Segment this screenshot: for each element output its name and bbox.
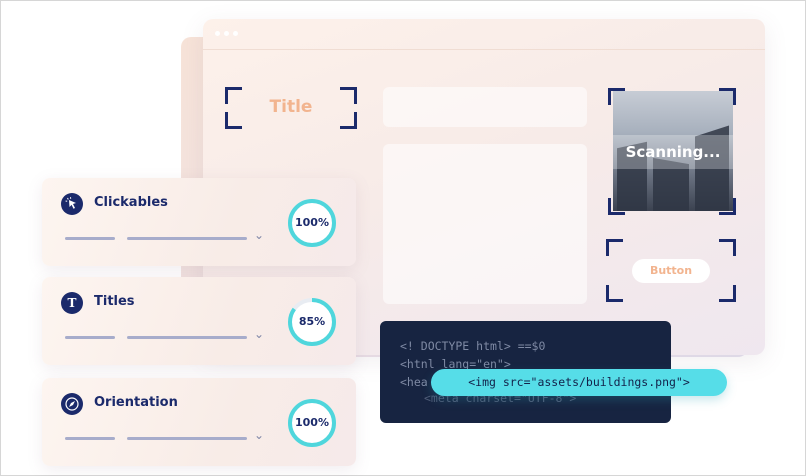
progress-label: 85%: [298, 315, 326, 328]
scan-corner: [340, 87, 357, 104]
code-line: <! DOCTYPE html> ==$0: [400, 339, 546, 353]
progress-label: 100%: [295, 216, 329, 229]
scan-corner: [606, 239, 623, 256]
progress-ring-fill: [288, 399, 336, 447]
chevron-down-icon[interactable]: ⌄: [254, 327, 265, 341]
window-dot: [224, 31, 229, 36]
progress-ring-fill: [288, 298, 336, 346]
compass-icon: [61, 393, 83, 415]
metric-card-titles: T Titles ⌄ 85%: [42, 277, 356, 365]
placeholder-line: [127, 336, 247, 339]
placeholder-line: [65, 437, 115, 440]
code-line: <hea: [400, 375, 428, 389]
scan-corner: [225, 112, 242, 129]
placeholder-line: [127, 437, 247, 440]
card-title: Titles: [94, 294, 135, 309]
scanning-label: Scanning...: [625, 143, 721, 161]
browser-title-bar: [203, 19, 765, 50]
card-title: Clickables: [94, 195, 168, 210]
window-dot: [233, 31, 238, 36]
scan-corner: [225, 87, 242, 104]
content-placeholder: [383, 87, 587, 127]
detected-button[interactable]: Button: [632, 259, 710, 283]
placeholder-line: [65, 336, 115, 339]
metric-card-orientation: Orientation ⌄ 100%: [42, 378, 356, 466]
scan-corner: [608, 198, 625, 215]
code-line: <htnl lang="en">: [400, 357, 511, 371]
scan-corner: [719, 88, 736, 105]
progress-ring: [288, 298, 336, 346]
progress-ring: [288, 199, 336, 247]
content-placeholder: [383, 144, 587, 304]
code-highlight: <img src="assets/buildings.png">: [431, 369, 727, 396]
progress-ring: [288, 399, 336, 447]
scan-corner: [606, 285, 623, 302]
building-image: [613, 91, 733, 211]
placeholder-line: [65, 237, 115, 240]
scan-overlay: [613, 135, 733, 169]
progress-label: 100%: [295, 416, 329, 429]
window-dot: [215, 31, 220, 36]
scan-corner: [340, 112, 357, 129]
card-title: Orientation: [94, 395, 178, 410]
scan-corner: [719, 239, 736, 256]
text-t-icon: T: [61, 292, 83, 314]
detected-title: Title: [269, 97, 313, 117]
placeholder-line: [127, 237, 247, 240]
scan-corner: [719, 285, 736, 302]
progress-ring-fill: [288, 199, 336, 247]
scan-corner: [608, 88, 625, 105]
chevron-down-icon[interactable]: ⌄: [254, 428, 265, 442]
metric-card-clickables: Clickables ⌄ 100%: [42, 178, 356, 266]
cursor-click-icon: [61, 193, 83, 215]
scan-corner: [719, 198, 736, 215]
chevron-down-icon[interactable]: ⌄: [254, 228, 265, 242]
